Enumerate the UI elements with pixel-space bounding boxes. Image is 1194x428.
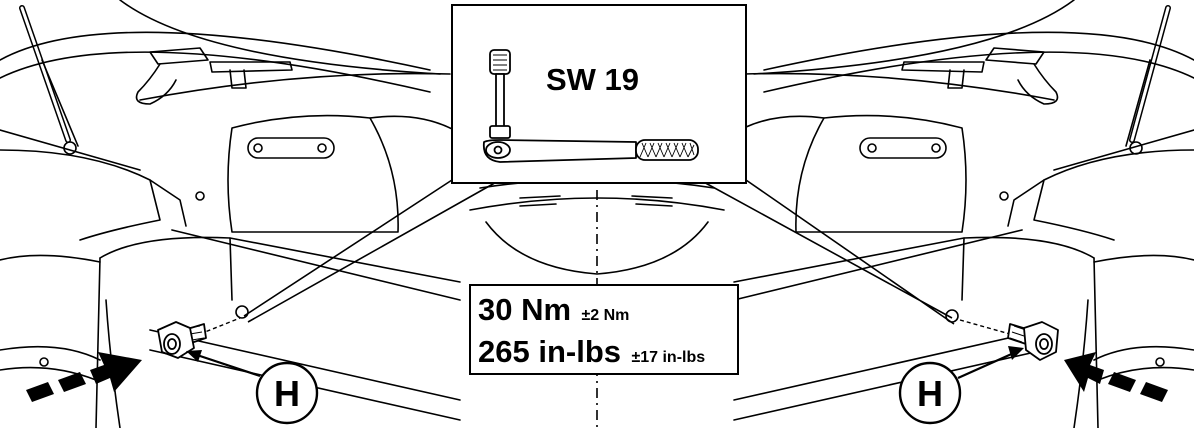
right-bolt-assembly: H [898, 319, 1168, 425]
left-bolt-assembly: H [26, 317, 319, 425]
left-gas-strut [19, 5, 79, 155]
torque-spec-box [469, 284, 739, 375]
left-hatch-hinge [135, 47, 293, 105]
right-seat-back [723, 114, 967, 233]
left-insertion-path [199, 317, 241, 335]
right-hex-spacer-icon [1007, 321, 1059, 361]
right-hatch-hinge [901, 47, 1059, 105]
left-pointer-arrow [186, 350, 261, 378]
torque-imperial-value: 265 in-lbs [478, 334, 621, 369]
right-gas-strut [1125, 5, 1171, 155]
left-h-marker [255, 361, 319, 425]
torque-imperial-line: 265 in-lbs ±17 in-lbs [478, 334, 705, 369]
right-push-arrow-icon [1064, 352, 1168, 402]
wrench-size-label: SW 19 [546, 62, 639, 97]
torque-metric-line: 30 Nm ±2 Nm [478, 292, 629, 327]
left-hex-spacer-icon [157, 321, 207, 359]
torque-metric-value: 30 Nm [478, 292, 571, 327]
left-push-arrow-icon [26, 352, 142, 402]
left-seat-back [227, 114, 471, 233]
right-pointer-arrow [957, 346, 1024, 380]
left-rear-panel [0, 229, 461, 428]
torque-imperial-tolerance: ±17 in-lbs [631, 349, 705, 366]
torque-spec: 30 Nm ±2 Nm 265 in-lbs ±17 in-lbs [469, 284, 739, 375]
right-h-marker [898, 361, 962, 425]
tool-callout: SW 19 [243, 4, 955, 325]
right-rear-panel [733, 229, 1194, 428]
leader-line-right [699, 179, 955, 325]
leader-line-left [243, 179, 501, 323]
socket-wrench-icon [482, 49, 699, 163]
torque-metric-tolerance: ±2 Nm [582, 307, 630, 324]
right-h-marker-label: H [917, 373, 943, 414]
left-h-marker-label: H [274, 373, 300, 414]
right-insertion-path [959, 319, 1011, 335]
